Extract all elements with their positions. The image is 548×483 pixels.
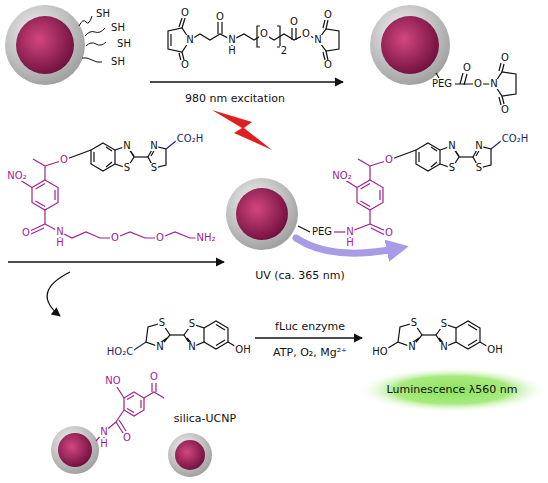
atom-label: NO: [104, 376, 121, 386]
silica-ucnp-particle: [226, 178, 298, 250]
atom-label: S: [410, 318, 418, 328]
atom-label: N: [407, 342, 416, 352]
atom-label: N: [55, 227, 64, 237]
atom-label: NO₂: [6, 171, 27, 181]
atom-label: O: [215, 12, 225, 22]
thiol-linkers: [79, 16, 106, 62]
atom-label: N: [474, 141, 483, 151]
atom-label: PEG: [431, 79, 453, 89]
atom-label: SH: [95, 9, 111, 19]
atom-label: N: [227, 35, 236, 45]
atom-label: S: [123, 163, 131, 173]
atom-label: H: [99, 439, 109, 449]
atom-label: N: [439, 342, 448, 352]
silica-ucnp-particle: [51, 426, 99, 474]
atom-label: O: [149, 372, 159, 382]
atom-label: O: [155, 233, 165, 243]
atom-label: H: [345, 238, 355, 248]
atom-label: HO: [371, 347, 388, 357]
linker-structure: [168, 18, 339, 61]
condition-label: ATP, O₂, Mg²⁺: [272, 347, 348, 358]
atom-label: O: [384, 228, 394, 238]
atom-label: O: [21, 228, 31, 238]
atom-label: HO₂C: [106, 347, 134, 357]
glow-label: Luminescence λ560 nm: [387, 383, 518, 396]
atom-label: NH₂: [195, 233, 216, 243]
atom-label: S: [188, 319, 196, 329]
silica-ucnp-particle: [168, 433, 212, 477]
atom-label: O: [323, 60, 333, 70]
atom-label: CO₂H: [501, 134, 529, 144]
atom-label: O: [122, 433, 132, 443]
atom-label: SH: [116, 39, 132, 49]
atom-label: N: [489, 79, 498, 89]
atom-label: O: [180, 60, 190, 70]
silica-ucnp-particle: [370, 5, 450, 85]
atom-label: N: [447, 141, 456, 151]
uv-emission-arrow: [296, 238, 400, 253]
atom-label: S: [448, 163, 456, 173]
reaction-arrow: [150, 81, 343, 82]
reaction-arrow: [255, 337, 362, 338]
atom-label: O: [180, 8, 190, 18]
atom-label: 2: [280, 46, 288, 56]
atom-label: S: [475, 163, 483, 173]
atom-label: OH: [234, 345, 251, 355]
atom-label: OH: [486, 345, 503, 355]
atom-label: NO₂: [331, 171, 352, 181]
atom-label: PEG: [311, 227, 333, 237]
atom-label: N: [345, 227, 354, 237]
atom-label: SH: [110, 57, 126, 67]
atom-label: O: [323, 10, 333, 20]
release-arrow: [47, 272, 70, 316]
atom-label: H: [227, 46, 237, 56]
atom-label: SH: [110, 23, 126, 33]
atom-label: CO₂H: [176, 134, 204, 144]
conjugated-luciferin-structure: [298, 141, 501, 238]
atom-label: O: [500, 105, 510, 115]
atom-label: O: [110, 233, 120, 243]
luciferin-structure: [134, 321, 238, 350]
nir-excitation-bolt: [212, 110, 272, 150]
silica-ucnp-particle: [5, 5, 85, 85]
condition-label: fLuc enzyme: [274, 321, 346, 332]
atom-label: O: [384, 155, 394, 165]
caged-luciferin-structure: [20, 141, 205, 238]
atom-label: N: [149, 141, 158, 151]
condition-label: 980 nm excitation: [184, 93, 286, 104]
atom-label: N: [313, 35, 322, 45]
atom-label: N: [185, 35, 194, 45]
atom-label: S: [158, 318, 166, 328]
atom-label: N: [122, 141, 131, 151]
condition-label: silica-UCNP: [173, 413, 237, 424]
atom-label: O: [301, 29, 311, 39]
atom-label: N: [155, 342, 164, 352]
atom-label: N: [187, 342, 196, 352]
atom-label: O: [259, 29, 269, 39]
atom-label: H: [55, 238, 65, 248]
atom-label: N: [99, 427, 108, 437]
reaction-arrow: [8, 261, 224, 262]
luminescence-glow: Luminescence λ560 nm: [357, 367, 548, 413]
atom-label: O: [59, 155, 69, 165]
atom-label: O: [500, 53, 510, 63]
atom-label: O: [473, 79, 483, 89]
condition-label: UV (ca. 365 nm): [254, 270, 346, 281]
atom-label: O: [289, 17, 299, 27]
atom-label: S: [150, 163, 158, 173]
atom-label: S: [440, 319, 448, 329]
atom-label: O: [462, 63, 472, 73]
